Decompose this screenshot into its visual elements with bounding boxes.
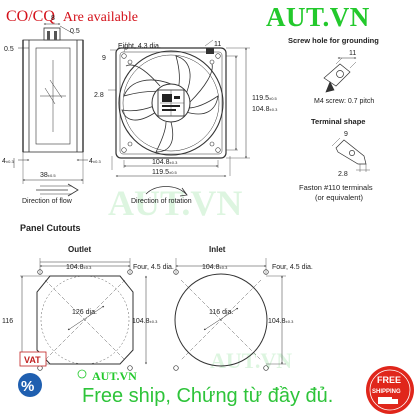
- fan-front-view: [108, 39, 250, 197]
- outlet-diameter: 126 dia.: [72, 309, 97, 316]
- badge-free: FREE: [377, 375, 401, 385]
- flange-left: 4±0.3: [2, 158, 14, 165]
- holes-note: Eight, 4.3 dia.: [118, 43, 161, 50]
- mounting-holes: [121, 53, 221, 153]
- grounding-labels: Screw hole for grounding 11 M4 screw: 0.…: [288, 36, 379, 105]
- caption-flow: Direction of flow: [22, 198, 73, 205]
- terminal-caption-line1: Faston #110 terminals: [299, 183, 373, 192]
- inlet-labels: Inlet 104.8±0.3 Four, 4.5 dia. 116 dia. …: [202, 245, 313, 325]
- height-outer: 119.5±0.5: [252, 95, 278, 102]
- outlet-dim-left: 116: [2, 318, 13, 325]
- dim-8: 8: [51, 15, 55, 22]
- svg-text:%: %: [21, 378, 34, 395]
- grounding-caption: M4 screw: 0.7 pitch: [314, 98, 374, 105]
- model-names: CO/CQ: [6, 8, 55, 25]
- terminal-caption-line2: (or equivalent): [315, 193, 363, 202]
- grounding-screw-detail: [323, 57, 357, 93]
- width-outer: 119.5±0.5: [152, 169, 178, 176]
- inlet-holes: Four, 4.5 dia.: [272, 264, 313, 271]
- outlet-dim-top: 104.8±0.3: [66, 264, 92, 271]
- venturi-ring: [118, 50, 224, 156]
- fan-side-view: [13, 23, 88, 197]
- shipping-note: Free ship, Chứng từ đầy đủ.: [82, 385, 334, 407]
- inlet-dim-top: 104.8±0.3: [202, 264, 228, 271]
- outlet-label: Outlet: [68, 245, 91, 254]
- dim-9: 9: [102, 55, 106, 62]
- badge-shipping: SHIPPING: [372, 389, 401, 395]
- caption-rotation: Direction of rotation: [131, 198, 192, 205]
- dim-0-5-left: 0.5: [4, 46, 14, 53]
- percent-icon: %: [18, 373, 42, 397]
- small-brand-mark: AUT.VN: [92, 369, 137, 383]
- flange-right: 4±0.3: [89, 158, 101, 165]
- inlet-cutout-outline: [174, 273, 268, 367]
- terminal-block: [43, 27, 61, 41]
- frame-outline: [115, 47, 227, 159]
- ground-lug: [206, 48, 214, 54]
- inlet-diameter: 116 dia.: [209, 309, 233, 316]
- grounding-dim-11: 11: [349, 50, 356, 57]
- outlet-holes: Four, 4.5 dia.: [133, 264, 174, 271]
- rotation-direction-arrow: [145, 186, 188, 197]
- flow-direction-arrow: [36, 183, 79, 197]
- terminal-shape-detail: [331, 137, 370, 172]
- dim-2-8: 2.8: [94, 92, 104, 99]
- free-shipping-badge: FREE SHIPPING: [366, 366, 414, 414]
- width-inner: 104.8±0.3: [152, 159, 178, 166]
- inlet-dim-right: 104.8±0.3: [268, 318, 294, 325]
- terminal-dim-9: 9: [344, 131, 348, 138]
- terminal-title: Terminal shape: [311, 117, 365, 126]
- dim-0-5-top: 0.5: [70, 28, 80, 35]
- inlet-label: Inlet: [209, 245, 226, 254]
- vat-badge: VAT: [19, 351, 47, 367]
- dim-11: 11: [214, 41, 221, 48]
- impeller-blades: [121, 55, 219, 153]
- brand-logo-text: AUT.VN: [266, 2, 370, 32]
- watermark: AUT.VN: [108, 183, 243, 223]
- model-availability: CO/CQ Are available: [6, 8, 138, 26]
- svg-text:VAT: VAT: [24, 355, 41, 365]
- panel-cutouts-title: Panel Cutouts: [20, 223, 81, 233]
- terminal-dim-2-8: 2.8: [338, 171, 348, 178]
- registered-mark: [77, 369, 87, 379]
- inlet-cutout: [173, 258, 286, 371]
- side-view-labels: 8 0.5 0.5 4±0.3 4±0.3 38±0.5 Direction o…: [2, 15, 101, 205]
- front-view-labels: Eight, 4.3 dia. 9 11 2.8 119.5±0.5 104.8…: [94, 41, 278, 205]
- availability-note: Are available: [62, 10, 138, 25]
- height-inner: 104.8±0.3: [252, 106, 278, 113]
- outlet-dim-right: 104.8±0.3: [132, 318, 158, 325]
- dim-depth: 38±0.5: [40, 172, 56, 179]
- terminal-labels: Terminal shape 9 2.8 Faston #110 termina…: [299, 117, 373, 202]
- outlet-cutout-outline: [36, 275, 134, 365]
- watermark: AUT.VN: [210, 348, 293, 373]
- outlet-labels: Outlet 104.8±0.3 Four, 4.5 dia. 116 126 …: [2, 245, 174, 325]
- grounding-title: Screw hole for grounding: [288, 36, 379, 45]
